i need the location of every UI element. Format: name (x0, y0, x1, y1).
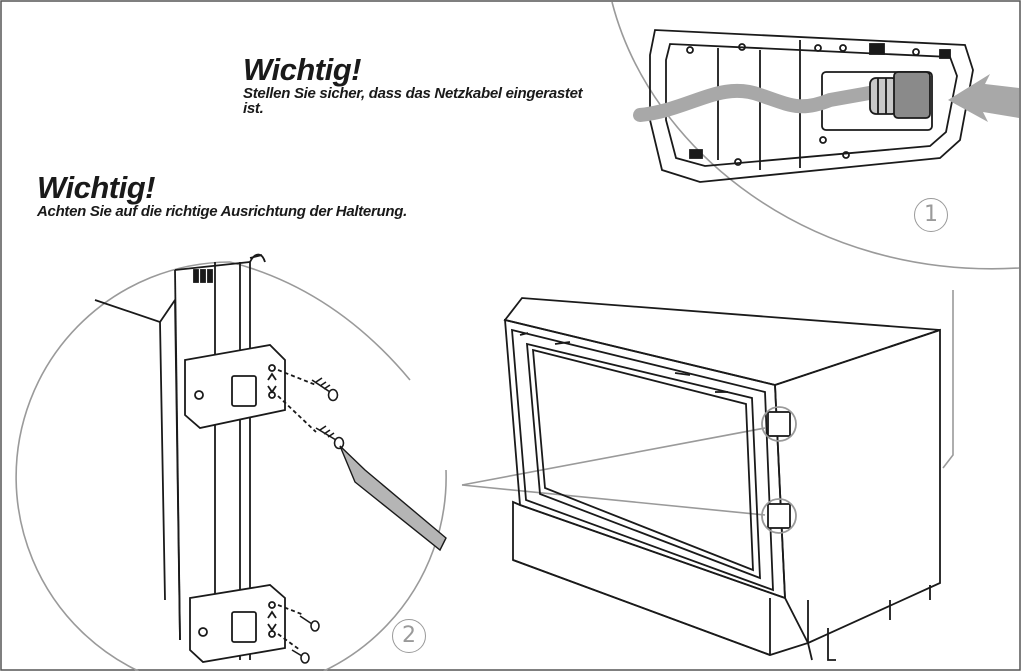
screwdriver-icon (339, 445, 447, 552)
note-cable: Wichtig! Stellen Sie sicher, dass das Ne… (243, 52, 623, 117)
note-bracket-text: Achten Sie auf die richtige Ausrichtung … (37, 203, 407, 220)
note-bracket: Wichtig! Achten Sie auf die richtige Aus… (37, 170, 597, 220)
appliance-drawing (503, 297, 941, 661)
hinge-highlight-upper (761, 406, 797, 442)
detail-circle-1 (611, 1, 1020, 469)
bracket-upper (184, 344, 317, 433)
note-bracket-heading: Wichtig! (37, 170, 155, 205)
power-cable (633, 83, 882, 122)
bracket-lower (189, 584, 305, 663)
insert-arrow-icon (948, 74, 1019, 122)
screw-icon (311, 377, 339, 402)
power-plug (869, 71, 931, 119)
note-cable-text: Stellen Sie sicher, dass das Netzkabel e… (243, 85, 583, 117)
screw-icon (315, 425, 345, 450)
callout-number-1: 1 (914, 198, 948, 232)
note-cable-heading: Wichtig! (243, 52, 361, 87)
callout-number-2: 2 (392, 619, 426, 653)
screw-icon (291, 649, 310, 664)
hinge-highlight-lower (761, 498, 797, 534)
detail-circle-2 (15, 253, 766, 671)
screw-icon (299, 615, 320, 632)
